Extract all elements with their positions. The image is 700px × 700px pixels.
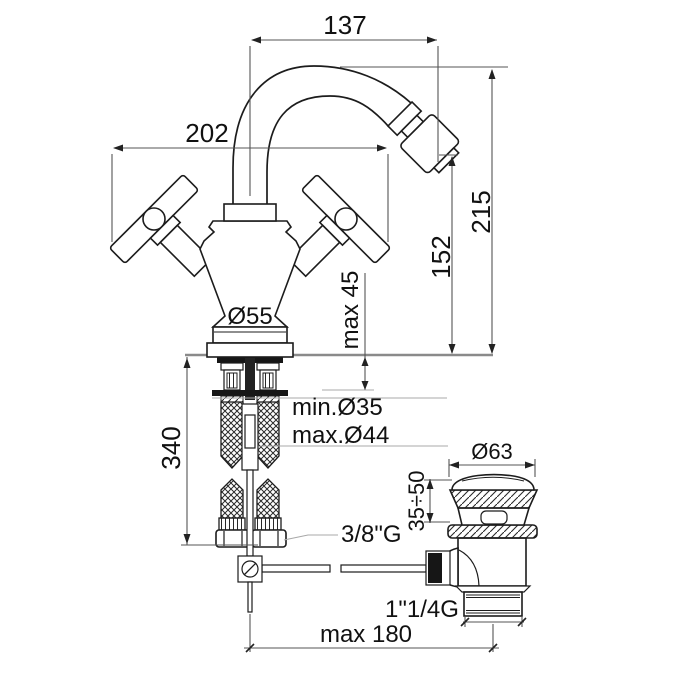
right-inlet-nipple [256,362,280,391]
rod-clamp [237,555,263,583]
spray-nozzle [432,146,460,174]
base-flange [206,342,294,358]
dim-max45-label: max 45 [337,271,364,350]
dim-202-label: 202 [185,118,228,148]
supply-assembly [212,357,288,613]
drain-waist-window [480,510,508,525]
right-handle [287,174,391,278]
drain-thread [463,591,523,617]
pop-up-rod [246,469,254,557]
hose-hex-nuts [215,529,287,548]
hole-max-label: max.Ø44 [292,422,389,449]
braided-hoses [220,401,280,519]
hole-min-label: min.Ø35 [292,394,383,421]
dim-215-label: 215 [466,190,496,233]
left-handle [109,174,213,278]
drain-assembly [425,473,539,617]
spout-inner-curve [266,95,390,204]
drain-body-curve [458,549,480,587]
dim-waste-cap: Ø63 [448,439,536,477]
waste-range-label: 35÷50 [404,470,429,531]
waste-thread-label: 1"1/4G [385,596,459,623]
dim-340-label: 340 [156,426,186,469]
dim-spout-height: 152 [426,154,458,354]
inlet-thread-leader [283,534,338,541]
dim-waste-thread: 1"1/4G [385,596,527,627]
base-diameter-label: Ø55 [227,303,272,330]
base [206,326,294,358]
spout-outer-curve [232,65,412,204]
dim-hose-depth: 340 [156,357,258,546]
dim-rod-reach: max 180 [244,614,499,653]
dim-137-label: 137 [323,10,366,40]
left-inlet-nipple [220,362,244,391]
waste-cap-label: Ø63 [471,439,513,464]
dim-overall-width: 202 [111,118,389,242]
dim-waste-range: 35÷50 [404,470,452,532]
spout-collar [223,203,277,222]
linkage-rod [261,564,427,573]
spout [232,65,412,204]
spray-head [386,100,460,174]
rod-gland-seal [428,553,442,583]
dim-deck-thickness: max 45 [322,271,374,391]
drain-bottom-flange [447,524,538,539]
dim-152-label: 152 [426,235,456,278]
drain-top-flange [448,489,539,509]
center-shank [245,358,255,400]
dim-total-height: 215 [340,66,508,354]
locking-nut [212,390,288,396]
drain-cap-curve [461,476,525,482]
dim-spout-offset: 137 [249,10,439,196]
rod-reach-label: max 180 [320,621,412,648]
inlet-thread-label: 3/8"G [341,521,402,548]
